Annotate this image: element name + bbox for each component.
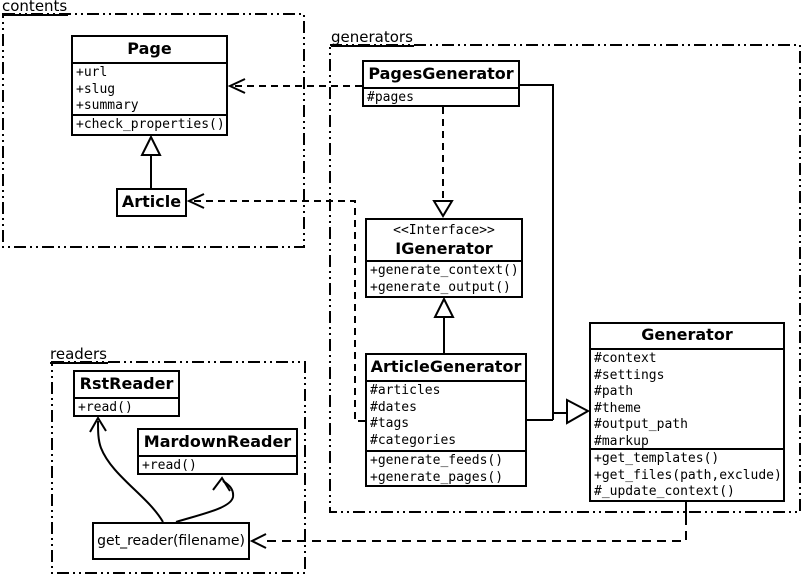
class-generator-title: Generator	[641, 325, 733, 344]
class-pagesgenerator: PagesGenerator #pages	[362, 60, 520, 107]
arrowhead-open-mardownreader	[212, 476, 231, 492]
attribute-row: +slug	[76, 81, 116, 97]
class-article-title: Article	[121, 192, 182, 211]
attribute-row: #context	[594, 351, 657, 366]
class-article: Article	[116, 188, 187, 217]
attribute-row: #output_path	[594, 417, 688, 432]
arrow-articlegenerator-to-article	[191, 200, 365, 422]
class-generator-methods: +get_templates() +get_files(path,exclude…	[591, 448, 783, 502]
attribute-row: +summary	[76, 98, 139, 113]
package-label-contents: contents	[2, 0, 69, 16]
arrowhead-open-page	[227, 78, 246, 94]
triangle-right-generator	[566, 398, 591, 425]
class-page: Page +url +slug +summary +check_properti…	[71, 35, 228, 136]
class-mardownreader: MardownReader +read()	[137, 428, 298, 475]
method-row: +read()	[142, 458, 197, 473]
class-articlegenerator-attributes: #articles #dates #tags #categories	[367, 380, 525, 450]
class-page-title: Page	[127, 39, 172, 58]
package-label-readers: readers	[50, 345, 108, 364]
class-rstreader-methods: +read()	[75, 397, 178, 418]
attribute-row: #pages	[367, 90, 414, 105]
class-igenerator-stereotype: <<Interface>>	[393, 223, 495, 238]
triangle-up-page	[140, 134, 162, 156]
method-row: +generate_feeds()	[370, 453, 504, 468]
class-pagesgenerator-title: PagesGenerator	[368, 64, 514, 83]
class-articlegenerator-title: ArticleGenerator	[370, 357, 522, 376]
package-border-generators	[329, 44, 801, 513]
arrow-generator-to-getreader	[265, 516, 687, 542]
class-page-attributes: +url +slug +summary	[73, 62, 226, 114]
arrowhead-open-article	[186, 193, 205, 209]
method-row: #_update_context()	[594, 484, 735, 499]
attribute-row: #tags	[370, 416, 410, 431]
class-rstreader-title: RstReader	[79, 374, 174, 393]
attribute-row: #dates	[370, 399, 417, 415]
class-generator-attributes: #context #settings #path #theme #output_…	[591, 348, 783, 448]
class-mardownreader-title: MardownReader	[143, 432, 292, 451]
attribute-row: #articles	[370, 383, 441, 398]
attribute-row: #settings	[594, 367, 665, 383]
method-row: +get_files(path,exclude)	[594, 467, 780, 483]
arrowhead-open-getreader	[249, 533, 267, 549]
class-igenerator-methods: +generate_context() +generate_output()	[367, 260, 521, 297]
class-igenerator: <<Interface>> IGenerator +generate_conte…	[365, 218, 523, 298]
attribute-row: #theme	[594, 400, 641, 416]
method-row: +check_properties()	[76, 117, 223, 132]
package-label-generators: generators	[331, 28, 414, 47]
attribute-row: #path	[594, 384, 634, 399]
package-border-readers	[51, 361, 306, 574]
package-border-contents	[2, 13, 305, 248]
function-get-reader: get_reader(filename)	[92, 522, 250, 560]
method-row: +get_templates()	[594, 451, 720, 466]
class-articlegenerator-methods: +generate_feeds() +generate_pages()	[367, 450, 525, 487]
attribute-row: +url	[76, 65, 108, 80]
class-page-methods: +check_properties()	[73, 114, 226, 135]
class-rstreader: RstReader +read()	[73, 370, 180, 417]
method-row: +generate_context()	[370, 263, 518, 278]
triangle-up-igenerator	[433, 296, 455, 318]
arrowhead-open-rstreader	[89, 416, 107, 433]
arrow-getreader-to-rstreader	[97, 420, 164, 523]
class-igenerator-titleblock: <<Interface>> IGenerator	[367, 220, 521, 260]
method-row: +generate_output()	[370, 279, 511, 295]
attribute-row: #categories	[370, 432, 457, 448]
arrow-getreader-to-mardownreader	[175, 480, 235, 523]
method-row: +generate_pages()	[370, 469, 504, 485]
class-generator: Generator #context #settings #path #them…	[589, 322, 785, 502]
method-row: +read()	[78, 400, 133, 415]
class-igenerator-title: IGenerator	[395, 239, 493, 258]
line-pagesgenerator-to-generator	[520, 84, 554, 420]
class-mardownreader-methods: +read()	[139, 455, 296, 476]
triangle-down-igenerator	[432, 200, 454, 218]
class-articlegenerator: ArticleGenerator #articles #dates #tags …	[365, 353, 527, 487]
class-pagesgenerator-attributes: #pages	[364, 87, 518, 108]
attribute-row: #markup	[594, 433, 649, 449]
